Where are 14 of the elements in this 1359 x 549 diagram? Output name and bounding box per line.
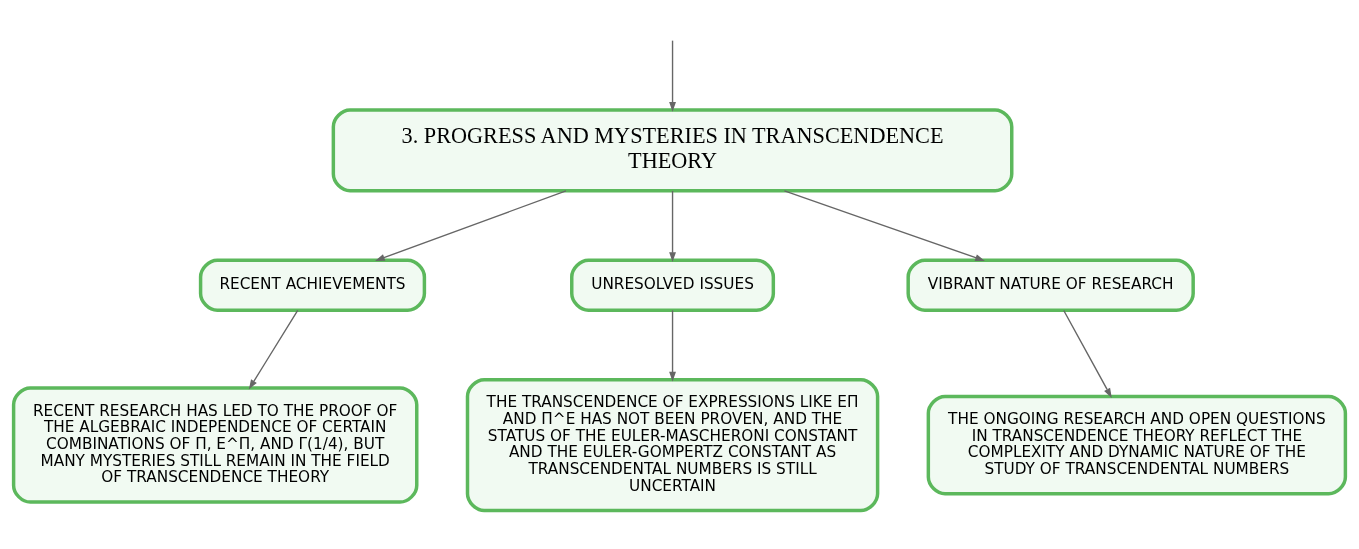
arrow (1063, 309, 1112, 398)
node-box: THE TRANSCENDENCE OF EXPRESSIONS LIKE EΠ AND Π^E HAS NOT BEEN PROVEN, AND THE STATUS OF THE EULER-MASCHERONI CONSTANT AND THE EULER-GOMPERTZ CONSTANT AS TRANSCENDENTAL NUMBERS IS STILL UNCERTAIN (465, 377, 880, 512)
node-box: VIBRANT NATURE OF RESEARCH (906, 257, 1195, 312)
node-box: 3. PROGRESS AND MYSTERIES IN TRANSCENDENCE THEORY (331, 107, 1014, 192)
arrow (669, 309, 676, 382)
node-box: UNRESOLVED ISSUES (570, 257, 776, 312)
arrow (669, 189, 676, 262)
arrow (375, 189, 567, 261)
node-box: RECENT RESEARCH HAS LED TO THE PROOF OF THE ALGEBRAIC INDEPENDENCE OF CERTAIN COMBINATIONS OF Π, E^Π, AND Γ(1/4), BUT MANY MYSTERIES STILL REMAIN IN THE FIELD OF TRANSCENDENCE THEORY (11, 385, 419, 504)
arrow (669, 39, 676, 112)
node-box: THE ONGOING RESEARCH AND OPEN QUESTIONS IN TRANSCENDENCE THEORY REFLECT THE COMPLEXITY AND DYNAMIC NATURE OF THE STUDY OF TRANSCENDENTAL NUMBERS (926, 394, 1348, 495)
arrow (783, 189, 985, 261)
node-box: RECENT ACHIEVEMENTS (198, 257, 427, 312)
arrow (248, 309, 299, 389)
